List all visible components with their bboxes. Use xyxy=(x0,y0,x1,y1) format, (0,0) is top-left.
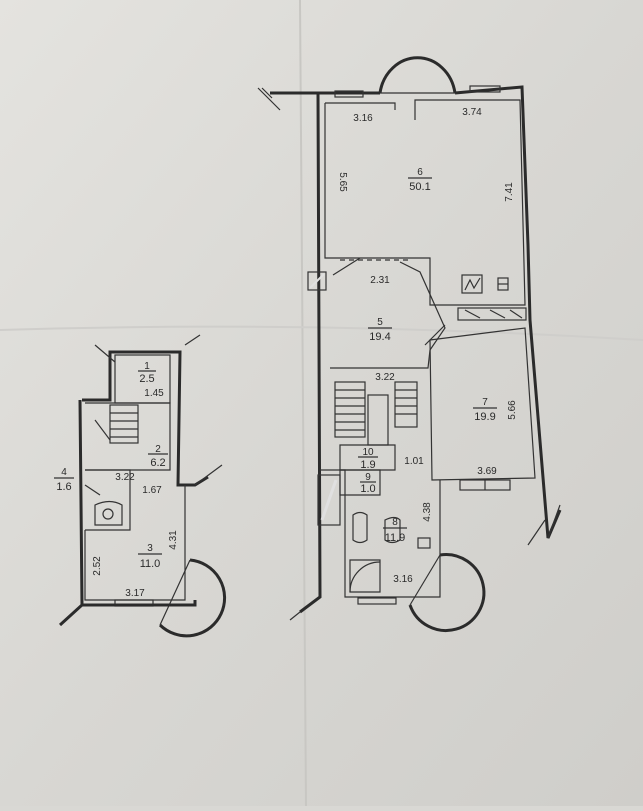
living-room-wall xyxy=(324,99,526,306)
stairs xyxy=(334,381,418,446)
dimension-label: 5.65 xyxy=(337,172,348,192)
duct-diagonal xyxy=(309,273,325,289)
room-7-number: 7 xyxy=(482,397,488,408)
room-5-area: 19.4 xyxy=(369,331,390,343)
stove-icon xyxy=(461,274,483,294)
balcony-arc xyxy=(158,558,227,638)
dimension-label: 5.66 xyxy=(507,400,518,420)
paper-crease xyxy=(299,0,307,807)
window xyxy=(469,85,501,93)
dimension-label: 7.41 xyxy=(504,182,515,202)
dimension-label: 3.22 xyxy=(115,472,135,483)
dimension-label: 1.67 xyxy=(142,485,162,496)
sink-icon xyxy=(384,516,401,544)
stove-zigzag xyxy=(464,277,481,291)
room-9-number: 9 xyxy=(365,472,371,483)
dimension-label: 3.22 xyxy=(375,372,395,383)
wall-hatch xyxy=(527,504,561,546)
room-10-number: 10 xyxy=(362,447,374,458)
toilet-icon xyxy=(352,511,368,544)
radiator-icon xyxy=(457,307,527,321)
shaft-diagonal xyxy=(320,479,338,521)
dimension-label: 3.17 xyxy=(125,588,145,599)
upper-floor-plan xyxy=(257,56,562,633)
balcony-arc xyxy=(408,553,486,633)
bay-window-arc xyxy=(378,56,457,94)
dimension-label: 3.16 xyxy=(393,574,413,585)
room-1-area: 2.5 xyxy=(139,373,154,385)
room-3-number: 3 xyxy=(147,543,153,554)
shower-arc xyxy=(349,561,381,593)
room-7-area: 19.9 xyxy=(474,411,495,423)
room-10-area: 1.9 xyxy=(360,459,375,471)
lower-floor-plan xyxy=(58,334,227,638)
door-leaf xyxy=(424,324,446,346)
room-9-area: 1.0 xyxy=(360,483,375,495)
living-room-wall xyxy=(325,102,396,110)
room-2-number: 2 xyxy=(155,444,161,455)
wall-hatch xyxy=(94,334,223,486)
dimension-label: 2.52 xyxy=(92,556,103,576)
toilet-icon xyxy=(94,500,123,526)
room-4-number: 4 xyxy=(61,467,67,478)
room-6-area: 50.1 xyxy=(409,181,430,193)
dimension-label: 4.38 xyxy=(422,502,433,522)
dimension-label: 1.45 xyxy=(144,388,164,399)
paper-crease xyxy=(0,325,643,341)
bathroom-wall xyxy=(320,469,441,598)
exterior-wall xyxy=(82,600,197,607)
balcony-chord xyxy=(159,559,191,626)
room-4-area: 1.6 xyxy=(56,481,71,493)
stairs xyxy=(94,404,139,444)
wall-hatch xyxy=(289,611,301,621)
dimension-label: 4.31 xyxy=(168,530,179,550)
dimension-label: 3.69 xyxy=(477,466,497,477)
duct-icon xyxy=(307,271,327,291)
room-4-outline xyxy=(85,469,131,531)
toilet-bowl xyxy=(102,508,114,520)
dimension-label: 3.16 xyxy=(353,113,373,124)
window xyxy=(334,90,364,98)
exterior-wall xyxy=(270,91,322,614)
shaft-icon xyxy=(317,474,341,526)
radiator-marks xyxy=(464,309,523,319)
room-2-area: 6.2 xyxy=(150,457,165,469)
room-6-number: 6 xyxy=(417,167,423,178)
room-1-number: 1 xyxy=(144,361,150,372)
bedroom-wall xyxy=(429,327,536,481)
dimension-label: 1.01 xyxy=(404,456,424,467)
radiator-icon xyxy=(417,537,431,549)
wc-wall xyxy=(339,444,396,471)
door-leaf xyxy=(84,484,101,496)
room-8-area: 11.9 xyxy=(385,532,406,544)
wall-hatch xyxy=(257,87,281,111)
window xyxy=(357,597,397,605)
dimension-label: 2.31 xyxy=(370,275,390,286)
room-8-number: 8 xyxy=(392,517,398,528)
dimension-label: 3.74 xyxy=(462,107,482,118)
room-3-area: 11.0 xyxy=(140,558,161,570)
balcony-chord xyxy=(409,554,441,606)
shower-icon xyxy=(349,559,381,593)
room-5-number: 5 xyxy=(377,317,383,328)
